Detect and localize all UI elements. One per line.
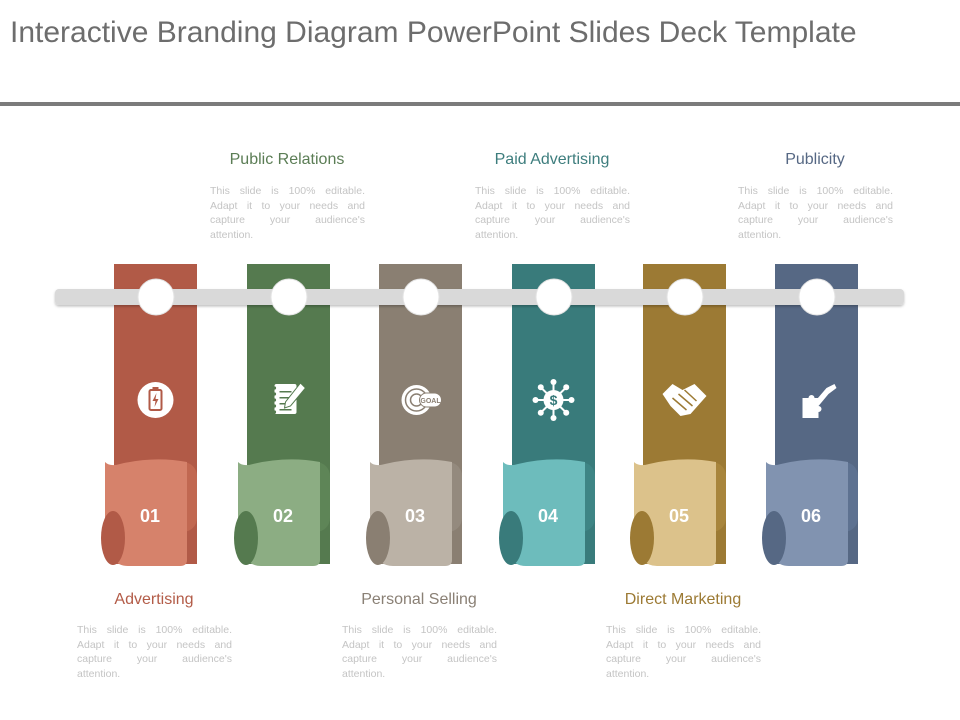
step-number: 05 xyxy=(669,506,689,526)
step-number: 06 xyxy=(801,506,821,526)
svg-text:GOAL: GOAL xyxy=(420,398,441,405)
notepad-pen-icon xyxy=(272,382,307,414)
goal-icon: GOAL xyxy=(401,385,442,415)
step-label-02: Public Relations xyxy=(229,151,345,168)
step-description-02: This slide is 100% editable. Adapt it to… xyxy=(210,185,365,241)
step-description-05: This slide is 100% editable. Adapt it to… xyxy=(606,624,761,680)
step-description-04: This slide is 100% editable. Adapt it to… xyxy=(475,185,630,241)
step-label-03: Personal Selling xyxy=(361,591,477,608)
step-number: 01 xyxy=(140,506,160,526)
step-number: 04 xyxy=(538,506,558,526)
timeline-rail xyxy=(55,289,904,305)
rail-node xyxy=(799,279,835,315)
step-label-04: Paid Advertising xyxy=(494,151,610,168)
scroll-front xyxy=(105,459,187,566)
scroll-left-curl xyxy=(762,511,786,565)
step-label-01: Advertising xyxy=(114,591,194,608)
handshake-icon xyxy=(662,384,707,416)
step-description-03: This slide is 100% editable. Adapt it to… xyxy=(342,624,497,680)
scroll-front xyxy=(634,459,716,566)
scroll-front xyxy=(503,459,585,566)
rail-node xyxy=(138,279,174,315)
puzzle-hand-icon xyxy=(802,384,837,418)
rail-node-ring xyxy=(402,278,440,316)
scroll-left-curl xyxy=(234,511,258,565)
scroll-front xyxy=(370,459,452,566)
rail-node-ring xyxy=(137,278,175,316)
step-label-05: Direct Marketing xyxy=(624,591,742,608)
rail-node-ring xyxy=(666,278,704,316)
scroll-left-curl xyxy=(101,511,125,565)
scroll-front xyxy=(766,459,848,566)
step-label-06: Publicity xyxy=(785,151,845,168)
rail-node xyxy=(403,279,439,315)
rail-node xyxy=(667,279,703,315)
battery-icon xyxy=(137,382,174,418)
title-divider xyxy=(0,102,960,106)
dollar-network-icon: $ xyxy=(532,379,575,421)
svg-text:$: $ xyxy=(550,392,558,408)
step-02: 02 xyxy=(234,264,330,566)
step-06: 06 xyxy=(762,264,858,566)
step-description-06: This slide is 100% editable. Adapt it to… xyxy=(738,185,893,241)
step-number: 03 xyxy=(405,506,425,526)
step-number: 02 xyxy=(273,506,293,526)
rail-node xyxy=(536,279,572,315)
scroll-left-curl xyxy=(630,511,654,565)
scroll-front xyxy=(238,459,320,566)
scroll-left-curl xyxy=(366,511,390,565)
slide-title: Interactive Branding Diagram PowerPoint … xyxy=(10,16,857,49)
rail-node-ring xyxy=(535,278,573,316)
rail-node-ring xyxy=(798,278,836,316)
rail-node xyxy=(271,279,307,315)
step-description-01: This slide is 100% editable. Adapt it to… xyxy=(77,624,232,680)
scroll-left-curl xyxy=(499,511,523,565)
step-05: 05 xyxy=(630,264,726,566)
rail-node-ring xyxy=(270,278,308,316)
